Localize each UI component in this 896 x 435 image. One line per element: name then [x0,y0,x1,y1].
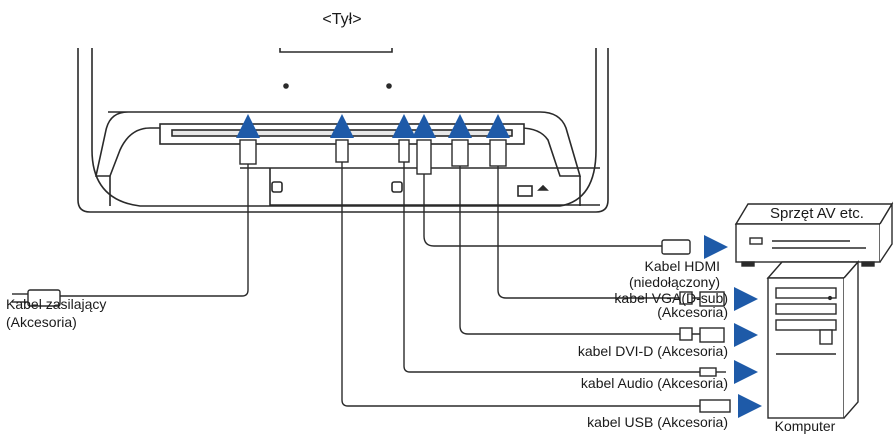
diagram-title: <Tył> [322,11,362,28]
port-arrows [236,114,510,138]
cable-end-connectors [12,239,731,413]
av-device-label: Sprzęt AV etc. [770,205,864,222]
vga-cable-note: (Akcesoria) [657,304,728,320]
usb-cable-label: kabel USB (Akcesoria) [587,414,728,430]
audio-cable-label: kabel Audio (Akcesoria) [580,375,728,391]
vga-cable-label: kabel VGA(D-sub) [614,290,728,306]
dvi-cable-label: kabel DVI-D (Akcesoria) [577,343,728,359]
av-device [734,201,894,267]
computer-tower [766,260,860,419]
hdmi-cable-label: Kabel HDMI [644,258,720,274]
device-arrows [704,235,762,418]
power-cable-note: (Akcesoria) [6,314,77,330]
cables [60,162,700,407]
power-cable-label: Kabel zasilający [6,296,107,312]
computer-label: Komputer [774,418,836,434]
hdmi-cable-note: (niedołączony) [628,274,720,290]
